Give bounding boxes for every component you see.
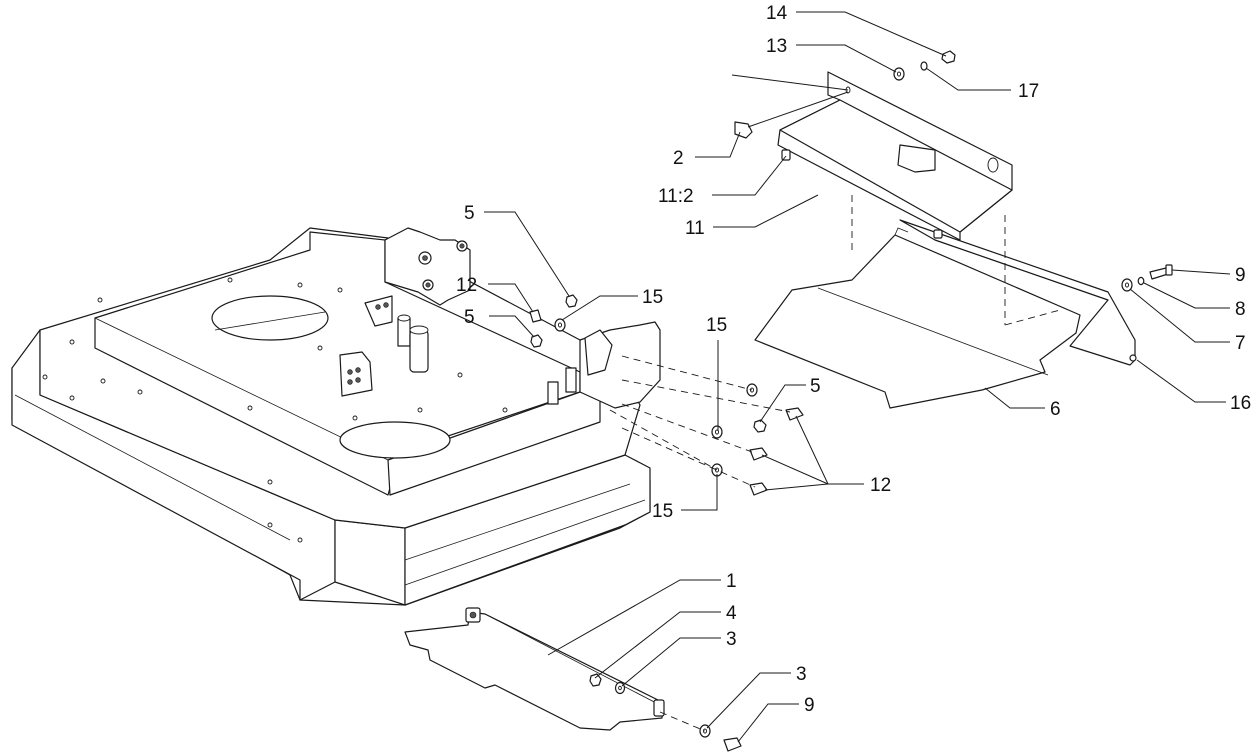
callout-5-b: 5 — [464, 307, 475, 328]
nut-14 — [941, 50, 956, 64]
callout-13: 13 — [766, 36, 787, 57]
shield-channel — [779, 99, 1013, 233]
spindle-2 — [409, 329, 429, 373]
assembly-lines — [609, 195, 1061, 732]
mower-deck — [11, 227, 661, 606]
washer-17 — [920, 61, 928, 71]
bolt-9-top — [1149, 267, 1169, 280]
blade-opening-rear — [211, 295, 329, 341]
bolt-12-b — [785, 407, 804, 421]
callout-4: 4 — [726, 603, 737, 624]
spindle-4 — [565, 367, 577, 393]
shield-assembly — [777, 71, 1137, 366]
callout-15-a: 15 — [642, 287, 663, 308]
nut-5-a — [565, 294, 578, 308]
spindle-3 — [547, 381, 559, 405]
callout-8: 8 — [1235, 299, 1246, 320]
callout-12-a: 12 — [456, 275, 477, 296]
callout-17: 17 — [1018, 81, 1039, 102]
callout-7: 7 — [1235, 333, 1246, 354]
callout-11-2: 11:2 — [658, 186, 694, 207]
callout-12-b: 12 — [870, 475, 891, 496]
washer-8 — [1137, 276, 1145, 286]
bolt-12-d — [749, 482, 768, 496]
lower-plate — [404, 607, 665, 731]
nut-4 — [589, 673, 602, 687]
callout-6: 6 — [1050, 399, 1061, 420]
deck-housing-wall — [387, 384, 601, 496]
callout-3-a: 3 — [726, 629, 737, 650]
callout-15-b: 15 — [706, 315, 727, 336]
bolt-12-a — [529, 309, 542, 323]
bolt-9-bottom — [723, 737, 742, 752]
mounting-plate-2 — [339, 351, 373, 397]
bolt-12-c — [749, 447, 768, 461]
callout-16: 16 — [1230, 393, 1251, 414]
plate-6 — [754, 234, 1081, 409]
callout-1: 1 — [726, 571, 737, 592]
callout-labels: 14 13 17 2 11:2 11 9 8 7 16 6 5 12 15 5 … — [456, 3, 1251, 716]
bolt-2 — [734, 121, 753, 139]
shield-pocket — [897, 144, 936, 173]
nut-5-b — [530, 334, 543, 348]
plate-1 — [404, 611, 663, 731]
callout-5-a: 5 — [464, 203, 475, 224]
callout-5-c: 5 — [810, 376, 821, 397]
deflector-plate — [754, 227, 1081, 409]
callout-15-c: 15 — [652, 501, 673, 522]
callout-14: 14 — [766, 3, 788, 24]
leader-lines — [484, 11, 1231, 743]
deck-rear-bracket — [384, 227, 471, 306]
blade-opening-front — [339, 421, 451, 459]
callout-9-bottom: 9 — [804, 695, 815, 716]
callout-9-top: 9 — [1235, 265, 1246, 286]
spindle-1 — [397, 317, 411, 347]
hardware — [529, 50, 1173, 752]
callout-2: 2 — [673, 148, 684, 169]
callout-3-b: 3 — [796, 664, 807, 685]
deck-holes — [42, 277, 508, 543]
callout-11: 11 — [685, 218, 705, 239]
